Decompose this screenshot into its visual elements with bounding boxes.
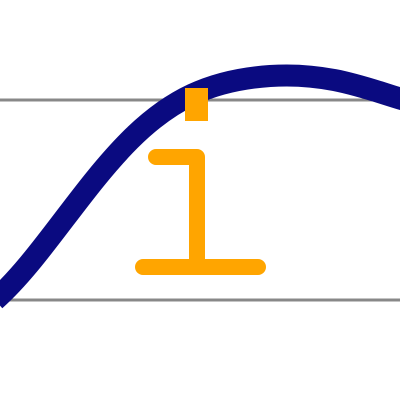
glyph-dot <box>185 88 208 121</box>
glyph-stem <box>148 149 205 273</box>
curve-line <box>0 64 400 309</box>
